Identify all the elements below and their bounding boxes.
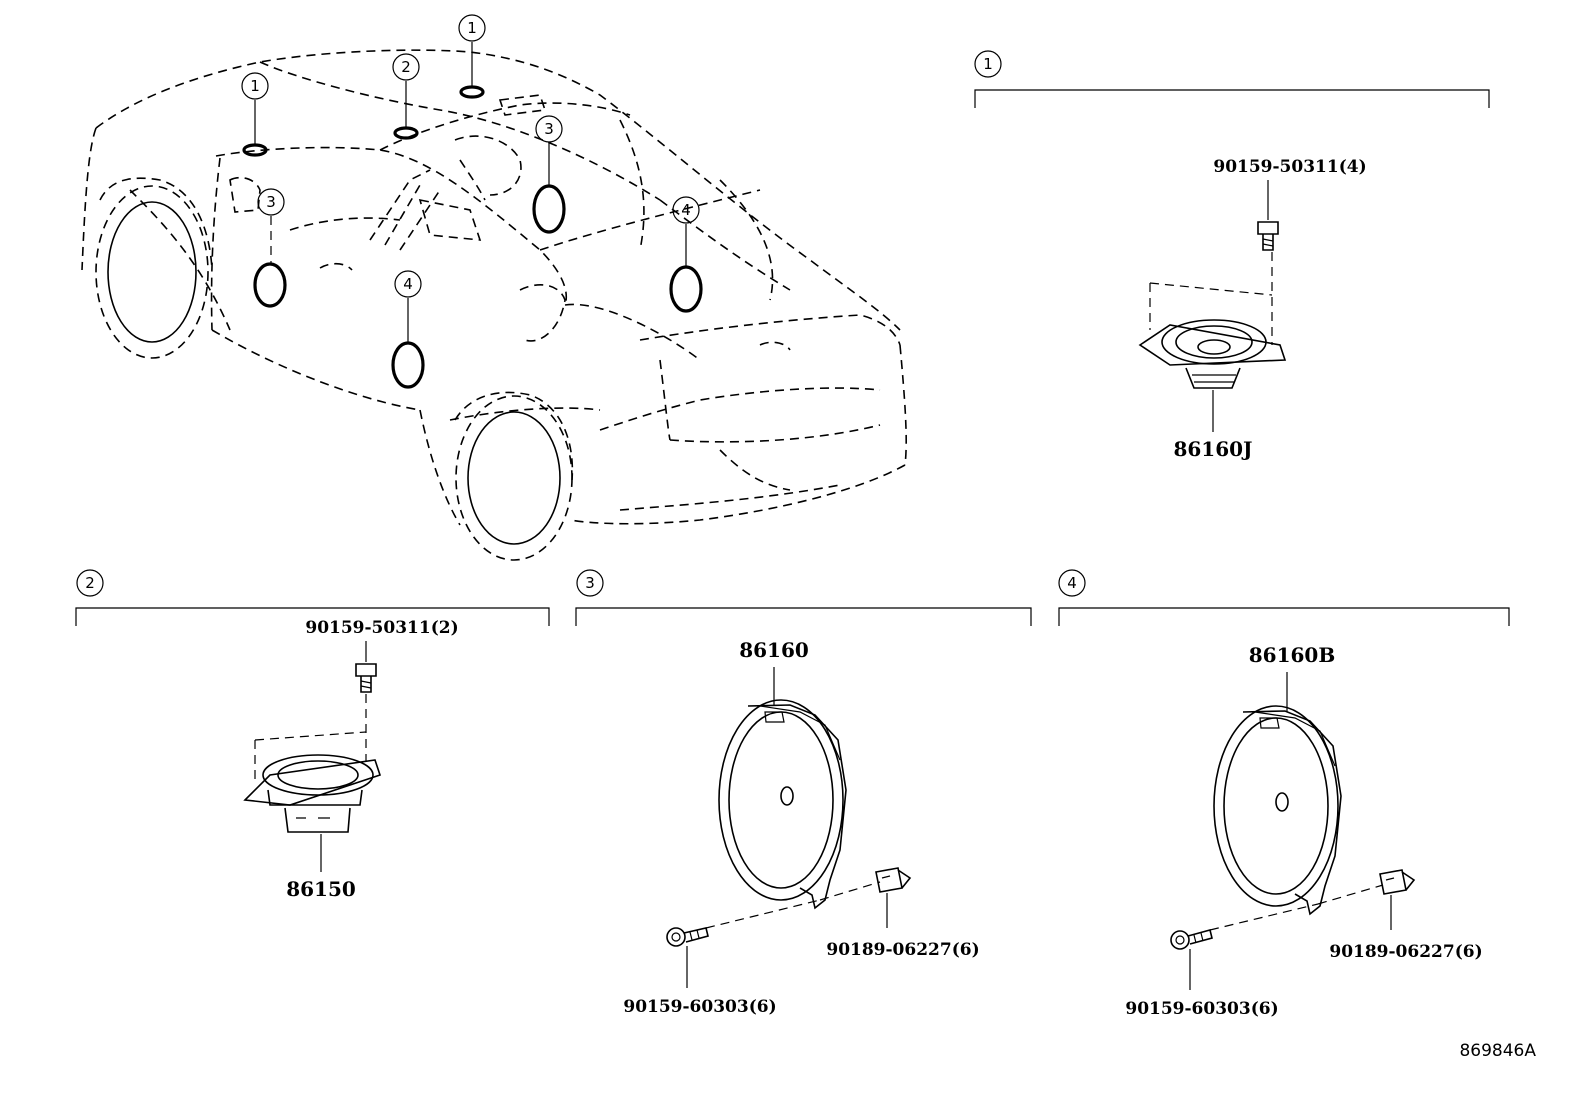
panel-4-callout xyxy=(1058,569,1086,597)
clip-nut-icon xyxy=(1379,869,1416,895)
door-speaker-icon xyxy=(1213,705,1342,916)
part-number-rear-door-bolt: 90159-60303(6) xyxy=(1125,999,1278,1019)
tweeter-speaker-icon xyxy=(1138,319,1287,389)
svg-text:2: 2 xyxy=(401,58,411,76)
door-speaker-icon xyxy=(718,699,847,910)
location-ring-1b xyxy=(459,85,485,99)
part-number-front-door-speaker: 86160 xyxy=(739,638,809,662)
location-ring-3b xyxy=(532,184,566,234)
panel-3-callout xyxy=(576,569,604,597)
part-number-rear-door-nut: 90189-06227(6) xyxy=(1329,942,1482,962)
bolt-icon xyxy=(666,927,709,947)
car-callout-2: 2 xyxy=(392,53,420,81)
bolt-icon xyxy=(1170,929,1213,950)
svg-text:2: 2 xyxy=(85,574,95,592)
car-callout-3b: 3 xyxy=(535,115,563,143)
car-callout-4b: 4 xyxy=(672,196,700,224)
svg-text:1: 1 xyxy=(250,77,260,95)
car-callout-3a: 3 xyxy=(257,188,285,216)
svg-text:3: 3 xyxy=(585,574,595,592)
svg-text:4: 4 xyxy=(681,201,691,219)
panel-4-bracket xyxy=(1058,607,1510,626)
svg-text:1: 1 xyxy=(467,19,477,37)
panel-1-callout xyxy=(974,50,1002,78)
location-ring-4a xyxy=(391,341,425,389)
screw-icon xyxy=(1257,221,1279,251)
panel-4-rear-door-speaker: 4 86160B 90159-60303(6) 90189-0 xyxy=(1058,569,1510,1019)
car-callout-1a: 1 xyxy=(241,72,269,100)
clip-nut-icon xyxy=(875,867,912,893)
part-number-center-screw: 90159-50311(2) xyxy=(305,618,458,638)
svg-text:3: 3 xyxy=(544,120,554,138)
part-number-front-door-nut: 90189-06227(6) xyxy=(826,940,979,960)
panel-2-center-speaker: 2 90159-50311(2) 86150 xyxy=(75,569,550,901)
illustration-id: 869846A xyxy=(1459,1041,1536,1061)
location-ring-3a xyxy=(253,262,287,308)
part-number-front-door-bolt: 90159-60303(6) xyxy=(623,997,776,1017)
panel-1-bracket xyxy=(974,89,1490,108)
location-ring-2 xyxy=(393,126,419,140)
center-speaker-icon xyxy=(243,754,382,833)
panel-2-callout xyxy=(76,569,104,597)
svg-text:4: 4 xyxy=(403,275,413,293)
part-number-tweeter: 86160J xyxy=(1173,437,1252,461)
car-callout-4a: 4 xyxy=(394,270,422,298)
panel-3-bracket xyxy=(575,607,1032,626)
svg-text:4: 4 xyxy=(1067,574,1077,592)
panel-3-front-door-speaker: 3 86160 90159-60303(6) 90189-06 xyxy=(575,569,1032,1017)
car-illustration: 1 1 2 3 3 4 4 xyxy=(81,14,907,561)
location-ring-1a xyxy=(242,143,268,157)
part-number-center-speaker: 86150 xyxy=(286,877,356,901)
part-number-rear-door-speaker: 86160B xyxy=(1249,643,1335,667)
car-callout-1b: 1 xyxy=(458,14,486,42)
part-number-tweeter-screw: 90159-50311(4) xyxy=(1213,157,1366,177)
svg-text:1: 1 xyxy=(983,55,993,73)
panel-2-bracket xyxy=(75,607,550,626)
location-ring-4b xyxy=(669,265,703,313)
panel-1-tweeter: 1 90159-50311(4) 86160J xyxy=(974,50,1490,461)
svg-text:3: 3 xyxy=(266,193,276,211)
screw-icon xyxy=(355,663,377,693)
